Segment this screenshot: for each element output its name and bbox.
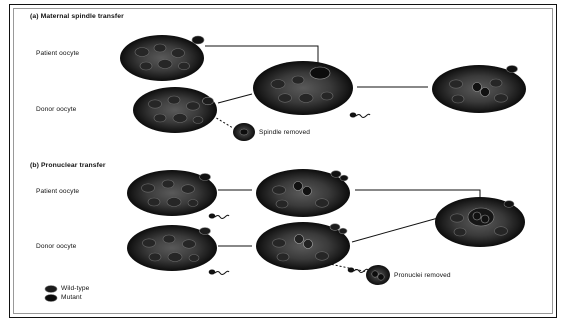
label-donor-oocyte-a: Donor oocyte xyxy=(36,106,76,113)
sperm-icon-b1 xyxy=(209,214,229,219)
connector-spindle-removed xyxy=(213,116,233,128)
spindle-wildtype-a xyxy=(203,97,214,105)
connector-pn-to-result-b xyxy=(355,190,480,200)
oocyte-donor-b xyxy=(127,225,217,271)
label-pronuclei-removed: Pronuclei removed xyxy=(394,272,451,279)
section-b-title: (b) Pronuclear transfer xyxy=(30,162,106,169)
sperm-icon-b3 xyxy=(348,268,368,273)
oocyte-pronuclear-patient-b xyxy=(256,169,350,217)
label-spindle-removed: Spindle removed xyxy=(259,129,310,136)
sperm-icon-a xyxy=(350,113,370,118)
oocyte-hybrid-a xyxy=(253,61,353,115)
spindle-removed-bubble xyxy=(233,123,255,141)
oocyte-result-a xyxy=(432,65,526,113)
legend-mutant-label: Mutant xyxy=(61,294,82,301)
oocyte-result-b xyxy=(435,197,525,247)
spindle-transferred-a xyxy=(310,67,330,79)
label-donor-oocyte-b: Donor oocyte xyxy=(36,243,76,250)
oocyte-patient-a xyxy=(120,35,204,81)
oocyte-patient-b xyxy=(127,170,217,216)
polar-body-donor-b xyxy=(200,228,211,235)
oocyte-donor-a xyxy=(133,87,217,133)
spindle-mutant-a xyxy=(192,36,204,44)
sperm-icon-b2 xyxy=(209,270,229,275)
polar-body-a xyxy=(507,66,518,73)
legend-wildtype-label: Wild-type xyxy=(61,285,89,292)
connector-enuc-to-result-b xyxy=(352,218,438,242)
pronuclei-removed-bubble xyxy=(366,265,390,285)
legend-mutant-swatch xyxy=(45,295,57,302)
section-a-title: (a) Maternal spindle transfer xyxy=(30,13,124,20)
label-patient-oocyte-a: Patient oocyte xyxy=(36,50,79,57)
polar-body-patient-b xyxy=(200,174,211,181)
label-patient-oocyte-b: Patient oocyte xyxy=(36,188,79,195)
legend-symbols xyxy=(45,286,57,302)
oocyte-pronuclear-donor-b xyxy=(256,222,350,270)
connector-donor-to-hybrid-a xyxy=(218,94,252,103)
legend-wildtype-swatch xyxy=(45,286,57,293)
